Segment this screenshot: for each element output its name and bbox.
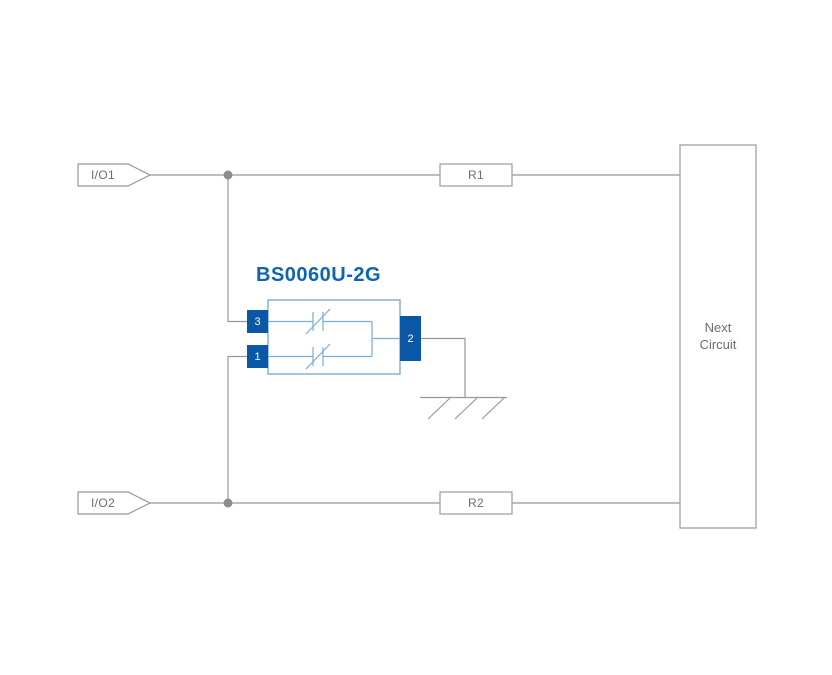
next-circuit-label: Next Circuit bbox=[699, 319, 737, 352]
wire-io1-to-pin3 bbox=[227, 175, 247, 323]
next-circuit-box bbox=[679, 144, 757, 529]
ground-slash-1 bbox=[427, 397, 451, 420]
pin1-pad bbox=[247, 345, 268, 368]
ground-slash-3 bbox=[481, 397, 505, 420]
junction-dot-bottom bbox=[223, 498, 233, 508]
wire-io2-to-pin1 bbox=[227, 355, 247, 503]
suppressor-top-diagonal bbox=[305, 308, 331, 335]
io2-connector-shape bbox=[77, 491, 152, 515]
resistor-r2-box bbox=[439, 491, 513, 515]
resistor-r1-box bbox=[439, 163, 513, 187]
junction-dot-top bbox=[223, 170, 233, 180]
pin1-number: 1 bbox=[254, 350, 261, 363]
io1-connector-shape bbox=[77, 163, 152, 187]
wire-pin2-to-ground bbox=[421, 337, 466, 397]
esd-component-body bbox=[267, 299, 401, 375]
ground-slash-2 bbox=[454, 397, 478, 420]
suppressor-bottom-diagonal bbox=[305, 343, 331, 370]
pin2-number: 2 bbox=[407, 332, 414, 345]
pin3-pad bbox=[247, 310, 268, 333]
pin2-pad bbox=[400, 316, 421, 361]
pin3-number: 3 bbox=[254, 315, 261, 328]
part-number-title: BS0060U-2G bbox=[256, 264, 382, 286]
